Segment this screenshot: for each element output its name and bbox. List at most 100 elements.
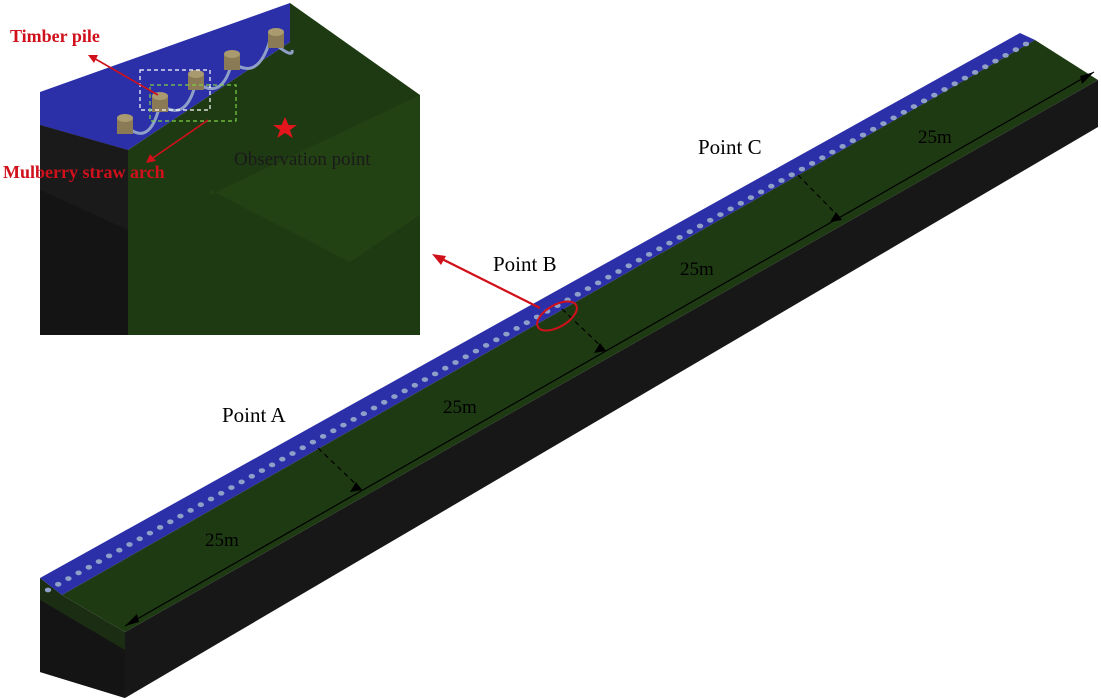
segment-length-2: 25m bbox=[443, 397, 477, 418]
pile-knob bbox=[1022, 41, 1030, 47]
pile-knob bbox=[757, 189, 765, 195]
pile-knob bbox=[258, 468, 266, 473]
point-b-leader-arrow bbox=[439, 257, 541, 309]
dimension-line-main bbox=[124, 71, 1095, 627]
timber-pile bbox=[268, 28, 284, 48]
pile-knob bbox=[177, 513, 184, 519]
timber-pile bbox=[117, 114, 133, 134]
pile-knob bbox=[686, 229, 693, 235]
pile-knob bbox=[146, 530, 154, 536]
pile-knob bbox=[707, 217, 714, 223]
pile-knob bbox=[523, 320, 530, 326]
pile-knob bbox=[156, 525, 164, 530]
timber-pile-selection-box bbox=[139, 69, 211, 111]
pile-knob bbox=[85, 564, 93, 570]
pile-knob bbox=[870, 126, 877, 132]
pile-knob bbox=[798, 166, 806, 172]
pile-knob bbox=[197, 502, 204, 508]
point-b-label: Point B bbox=[493, 252, 557, 276]
pile-knob bbox=[645, 252, 653, 257]
pile-knob bbox=[381, 399, 388, 405]
point-c-label: Point C bbox=[698, 135, 762, 159]
pile-knob bbox=[279, 456, 286, 462]
pile-knob bbox=[849, 138, 856, 144]
pile-knob bbox=[482, 343, 490, 348]
segment-boundary-b bbox=[561, 308, 607, 352]
pile-knob bbox=[289, 451, 296, 456]
pile-knob bbox=[574, 291, 581, 297]
arrowhead bbox=[1080, 72, 1094, 84]
pile-knob bbox=[350, 417, 357, 422]
pile-knob bbox=[839, 144, 846, 149]
arrowhead bbox=[830, 212, 842, 222]
pile-knob bbox=[635, 257, 643, 263]
pile-knob bbox=[768, 183, 775, 189]
pile-knob bbox=[605, 274, 612, 280]
pile-knob bbox=[248, 473, 255, 479]
pile-knob bbox=[737, 200, 744, 206]
pile-knob bbox=[238, 479, 245, 485]
pile-knob bbox=[55, 581, 62, 587]
inset-top-surface bbox=[40, 3, 290, 150]
pile-row bbox=[44, 41, 1030, 593]
pile-knob bbox=[880, 121, 887, 126]
pile-knob bbox=[910, 104, 918, 109]
pile-knob bbox=[900, 109, 907, 115]
pile-knob bbox=[411, 382, 418, 388]
pile-knob bbox=[401, 388, 408, 394]
arrowhead bbox=[125, 614, 139, 626]
arrowhead bbox=[594, 343, 606, 353]
pile-knob bbox=[503, 331, 510, 337]
dimension-lines bbox=[124, 71, 1095, 627]
pile-knob bbox=[268, 462, 276, 468]
pile-knob bbox=[656, 246, 663, 252]
dimension-arrowheads bbox=[125, 72, 1094, 626]
inset-piles bbox=[117, 28, 284, 134]
observation-point-star-icon bbox=[273, 117, 297, 138]
pile-knob bbox=[513, 326, 520, 331]
inset-detail-block bbox=[40, 3, 420, 335]
timber-pile-leader bbox=[91, 56, 159, 96]
segment-length-1: 25m bbox=[205, 530, 239, 551]
pile-knob bbox=[1002, 53, 1009, 58]
embankment-model bbox=[40, 33, 1098, 698]
pile-knob bbox=[126, 542, 133, 547]
pile-knob bbox=[309, 439, 317, 445]
pile-knob bbox=[65, 576, 72, 581]
pile-knob bbox=[228, 485, 235, 490]
timber-pile bbox=[224, 50, 240, 70]
pile-knob bbox=[747, 195, 755, 201]
pile-knob bbox=[167, 519, 174, 525]
pile-knob bbox=[829, 149, 836, 155]
observation-point-label: Observation point bbox=[234, 149, 371, 170]
pile-knob bbox=[666, 240, 673, 246]
segment-length-3: 25m bbox=[680, 259, 714, 280]
pile-knob bbox=[452, 360, 459, 365]
pile-knob bbox=[299, 445, 306, 451]
pile-knob bbox=[330, 428, 337, 434]
pile-knob bbox=[472, 348, 480, 354]
segment-length-4: 25m bbox=[918, 127, 952, 148]
pile-knob bbox=[615, 269, 622, 274]
timber-pile bbox=[188, 70, 204, 90]
pile-knob bbox=[218, 490, 225, 496]
pile-knob bbox=[493, 337, 500, 343]
pile-knob bbox=[44, 587, 52, 593]
pile-knob bbox=[116, 547, 123, 553]
segment-boundary-a bbox=[317, 447, 363, 491]
leader-arrowhead bbox=[146, 154, 156, 163]
pile-knob bbox=[75, 570, 82, 576]
pile-knob bbox=[819, 155, 826, 161]
point-b-highlight bbox=[536, 300, 578, 332]
pile-knob bbox=[808, 161, 816, 166]
pile-knob bbox=[961, 75, 969, 81]
pile-knob bbox=[391, 394, 398, 399]
pile-knob bbox=[982, 64, 989, 70]
pile-knob bbox=[187, 508, 194, 513]
point-a-label: Point A bbox=[222, 403, 286, 427]
pile-knob bbox=[431, 371, 439, 377]
pile-knob bbox=[676, 235, 683, 240]
pile-knob bbox=[931, 92, 938, 98]
pile-knob bbox=[717, 212, 724, 218]
